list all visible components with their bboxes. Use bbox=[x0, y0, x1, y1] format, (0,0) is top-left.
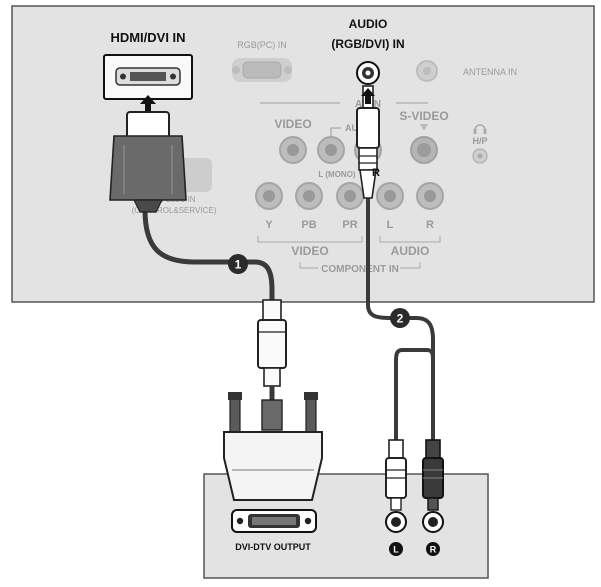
hdmi-dvi-cable bbox=[142, 207, 275, 321]
av-video-label: VIDEO bbox=[274, 117, 311, 131]
component-video-bracket bbox=[257, 236, 363, 243]
antenna-in-port bbox=[416, 60, 438, 82]
component-audio-label: AUDIO bbox=[391, 244, 430, 258]
device-r-marker-text: R bbox=[430, 545, 437, 555]
audio-cable-split bbox=[425, 348, 435, 361]
av-audio-bracket bbox=[330, 127, 341, 138]
component-in-bracket bbox=[299, 262, 421, 269]
headphone-icon bbox=[473, 124, 487, 134]
rs232c-label-line2: (CONTROL&SERVICE) bbox=[132, 206, 217, 215]
dvi-dtv-output-port bbox=[231, 509, 317, 533]
l-mono-label: L (MONO) bbox=[318, 170, 356, 179]
s-video-label: S-VIDEO bbox=[399, 109, 448, 123]
component-audio-l-jack bbox=[376, 182, 404, 210]
audio-rca-plug-white bbox=[385, 439, 407, 511]
audio-plug-r-marker: R bbox=[372, 167, 380, 179]
audio-rgb-dvi-in-jack bbox=[356, 61, 380, 85]
component-y-jack bbox=[255, 182, 283, 210]
dvi-dtv-output-label: DVI-DTV OUTPUT bbox=[235, 542, 311, 552]
dvi-connector bbox=[223, 392, 323, 501]
step-2-badge: 2 bbox=[390, 308, 410, 328]
audio-rca-plug-red bbox=[422, 439, 444, 511]
device-audio-l-jack bbox=[385, 511, 407, 533]
hdmi-plug bbox=[109, 111, 187, 213]
av-video-jack bbox=[279, 136, 307, 164]
component-r-label: R bbox=[426, 219, 434, 231]
component-in-label: COMPONENT IN bbox=[321, 264, 399, 275]
component-audio-r-jack bbox=[416, 182, 444, 210]
device-r-marker: R bbox=[426, 542, 440, 556]
dvi-cable-plug bbox=[257, 299, 287, 387]
rgb-pc-in-port bbox=[232, 58, 292, 82]
device-audio-r-jack bbox=[422, 511, 444, 533]
audio-cable-left-branch bbox=[394, 348, 426, 440]
component-y-label: Y bbox=[265, 219, 273, 231]
headphone-label: H/P bbox=[472, 136, 487, 146]
hdmi-arrow-icon bbox=[140, 95, 156, 112]
component-audio-bracket bbox=[379, 236, 441, 243]
component-pr-jack bbox=[336, 182, 364, 210]
hdmi-dvi-in-port bbox=[103, 54, 193, 100]
s-video-arrow-icon bbox=[420, 124, 428, 131]
component-pb-label: PB bbox=[301, 219, 316, 231]
component-pb-jack bbox=[295, 182, 323, 210]
component-l-label: L bbox=[387, 219, 394, 231]
hdmi-dvi-in-label: HDMI/DVI IN bbox=[110, 30, 185, 45]
component-video-label: VIDEO bbox=[291, 244, 328, 258]
component-pr-label: PR bbox=[342, 219, 357, 231]
rs232c-port bbox=[180, 158, 212, 192]
av-audio-l-jack bbox=[317, 136, 345, 164]
headphone-jack bbox=[472, 148, 488, 164]
device-l-marker-text: L bbox=[393, 545, 399, 555]
antenna-in-label: ANTENNA IN bbox=[463, 67, 517, 77]
s-video-jack bbox=[410, 136, 438, 164]
step-2-number: 2 bbox=[397, 312, 404, 326]
step-1-number: 1 bbox=[235, 258, 242, 272]
step-1-badge: 1 bbox=[228, 254, 248, 274]
device-l-marker: L bbox=[389, 542, 403, 556]
audio-rgb-dvi-title-line2: (RGB/DVI) IN bbox=[331, 37, 404, 51]
rgb-pc-in-label: RGB(PC) IN bbox=[237, 40, 287, 50]
audio-arrow-icon bbox=[361, 88, 375, 104]
audio-rgb-dvi-title-line1: AUDIO bbox=[349, 17, 388, 31]
